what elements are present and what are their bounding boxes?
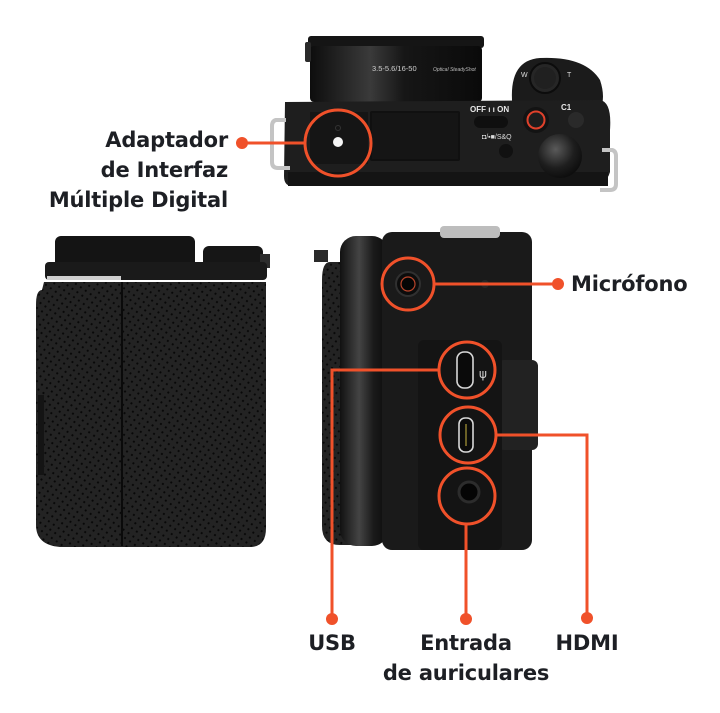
label-line: de auriculares [382,661,550,685]
microphone-label: Micrófono [571,272,688,296]
svg-text:T: T [567,72,572,79]
camera-top-view: 3.5-5.6/16-50 Optical SteadyShot W T OFF… [270,36,618,192]
headphone-input-label: Entrada de auriculares [366,628,566,688]
svg-text:Optical SteadyShot: Optical SteadyShot [433,67,476,73]
label-line: Entrada [420,631,512,655]
svg-text:C1: C1 [561,103,572,112]
label-line: de Interfaz [100,158,229,182]
camera-grip-view [36,236,270,547]
svg-text:W: W [521,72,528,79]
multi-interface-shoe-label: Adaptador de Interfaz Múltiple Digital [20,125,228,215]
callout-dots [236,137,593,625]
usb-label: USB [308,631,356,655]
lens-marking: 3.5-5.6/16-50 [372,64,417,73]
label-line: Múltiple Digital [48,188,228,212]
camera-ports-view: ψ [314,226,538,550]
callout-lines [242,108,589,618]
label-line: Adaptador [105,128,228,152]
svg-text:◘/▪■/S&Q: ◘/▪■/S&Q [482,134,512,141]
power-switch-label: OFF ı ı ON [470,105,509,114]
hdmi-label: HDMI [555,631,619,655]
svg-text:ψ: ψ [479,367,487,381]
